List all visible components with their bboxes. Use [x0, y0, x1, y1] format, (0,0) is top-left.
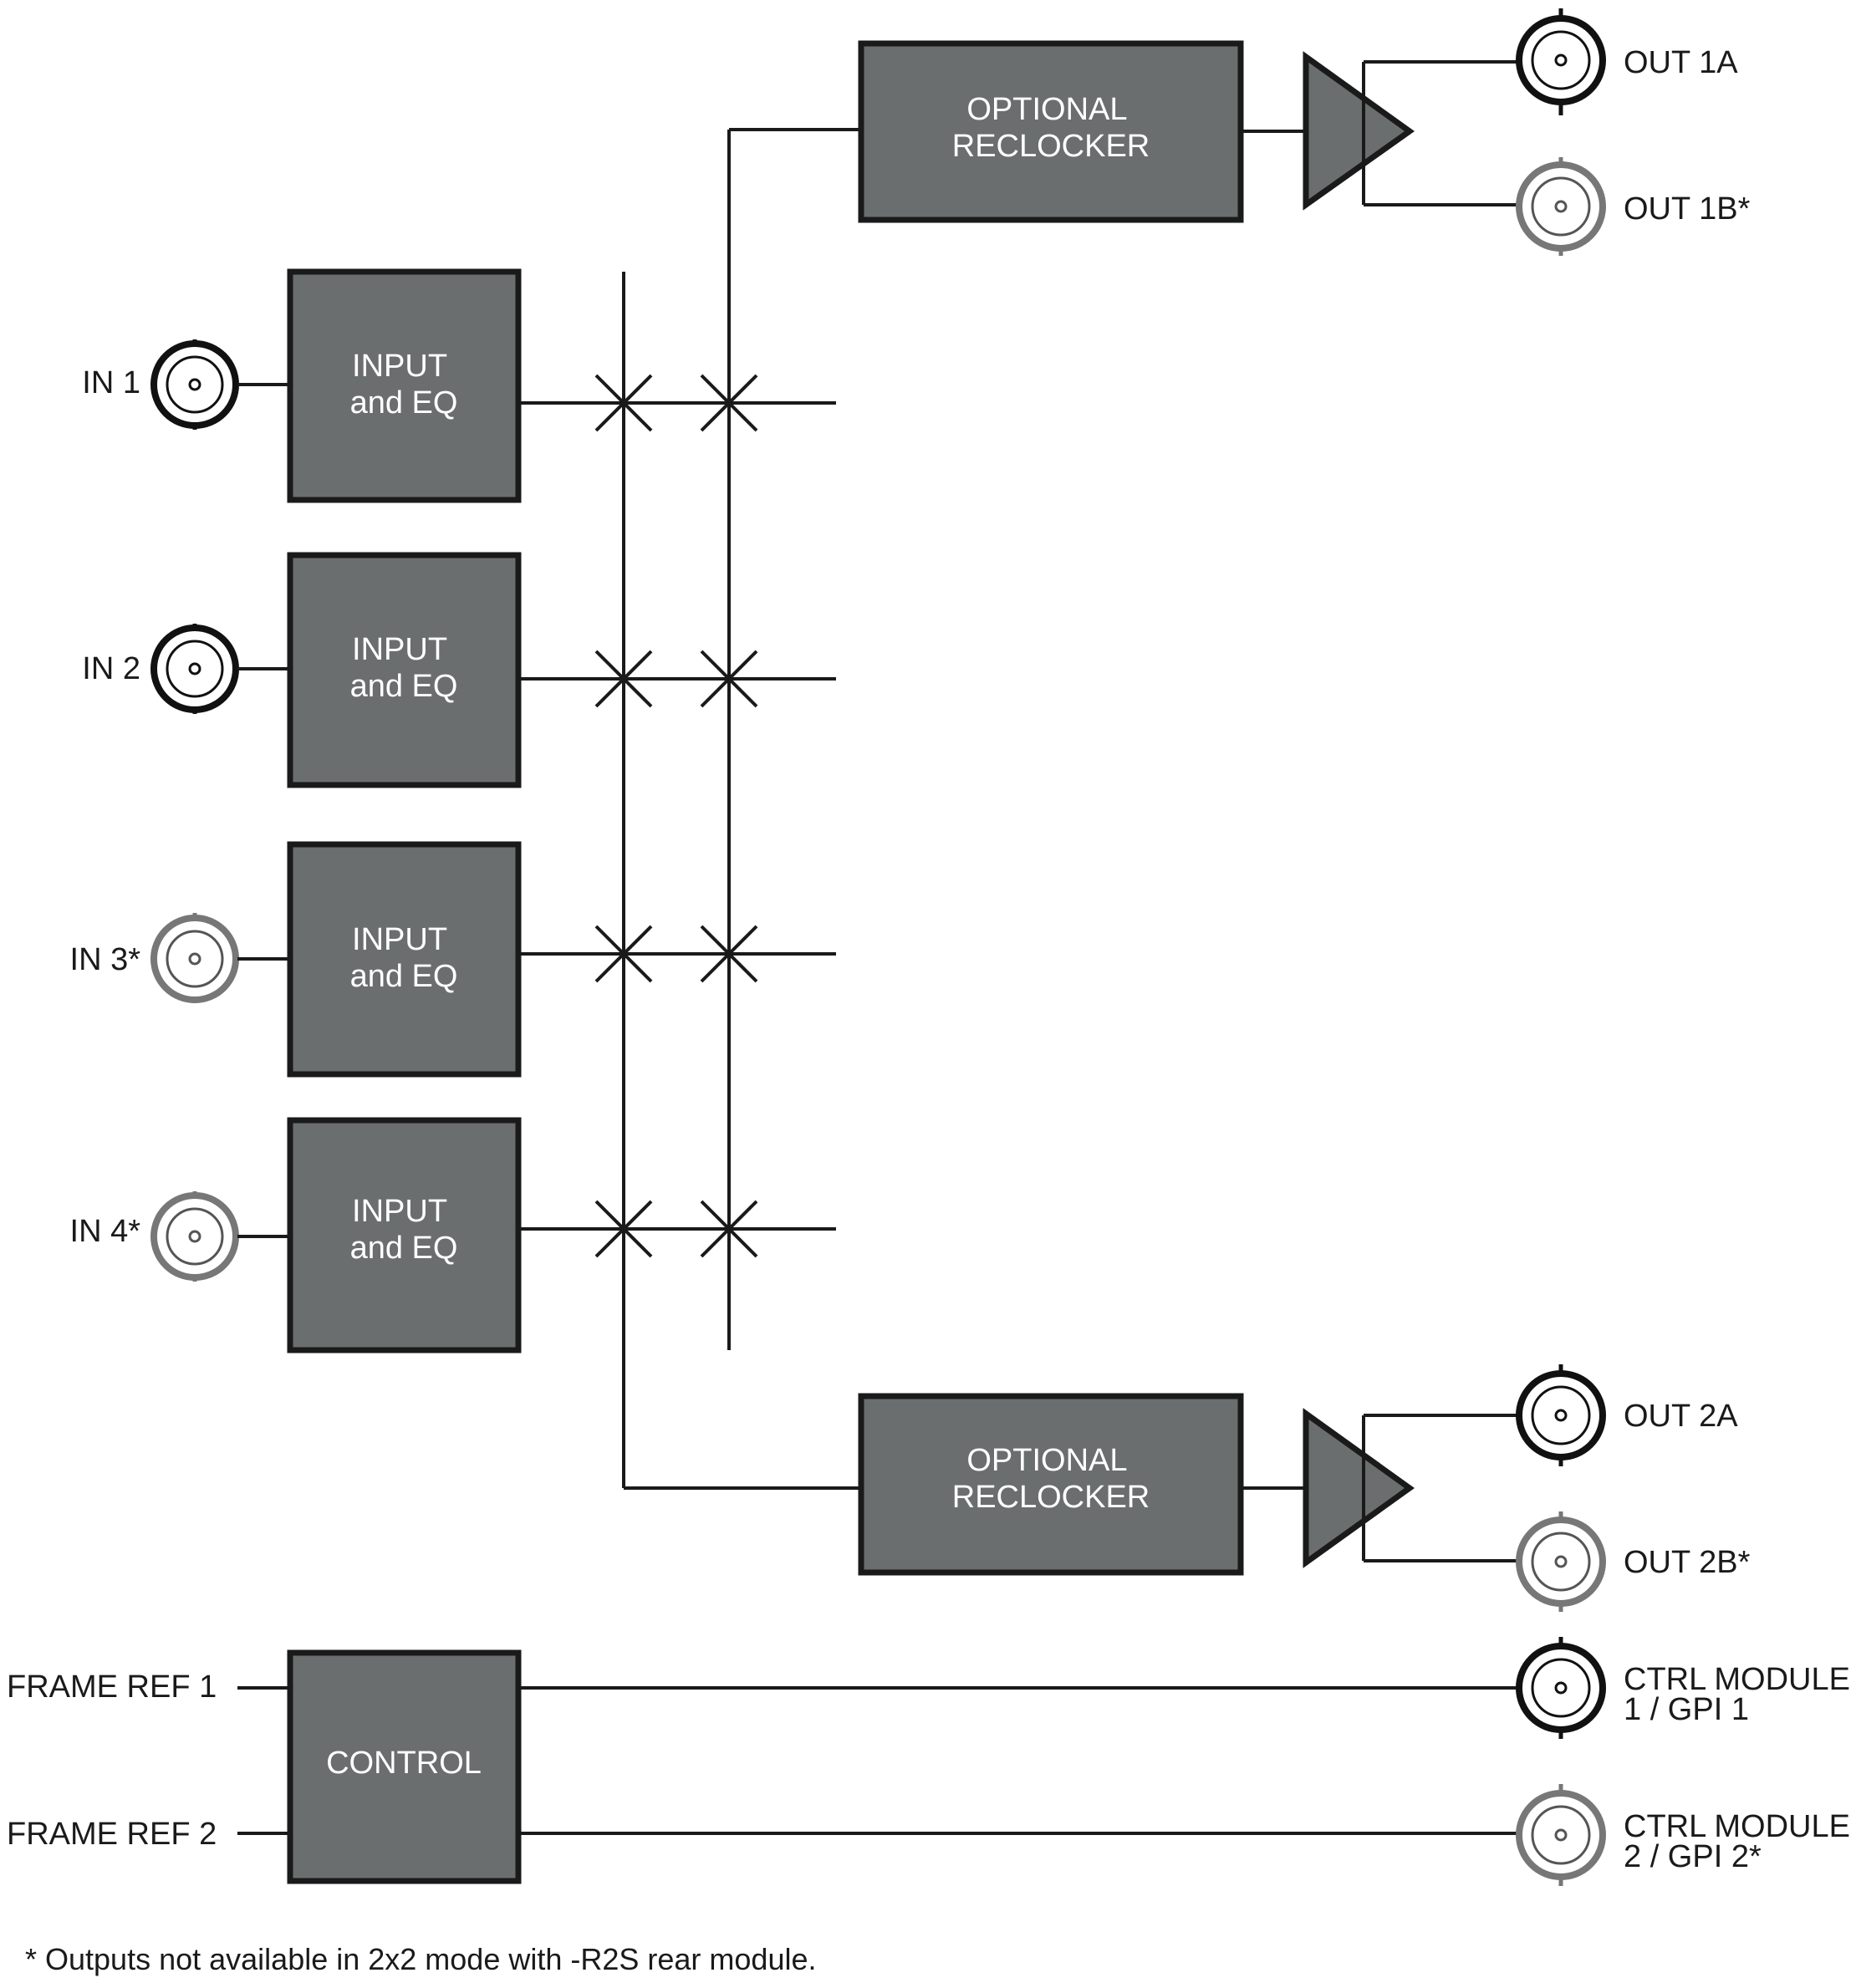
- input-row-2: IN 2 INPUT and EQ: [82, 552, 836, 788]
- frame-ref-label-2: FRAME REF 2: [7, 1817, 217, 1852]
- output-label-1a: OUT 1A: [1624, 45, 1738, 80]
- bnc-connector-icon: [1516, 8, 1606, 115]
- reclocker-block-1: [858, 40, 1244, 223]
- ctrl-module-label-1: CTRL MODULE 1 / GPI 1: [1624, 1662, 1856, 1727]
- output-label-2b: OUT 2B*: [1624, 1545, 1751, 1580]
- input-eq-block-label: INPUT and EQ: [350, 922, 458, 994]
- output-label-2a: OUT 2A: [1624, 1399, 1738, 1434]
- control-block: [287, 1649, 522, 1884]
- input-eq-block-label: INPUT and EQ: [350, 1194, 458, 1266]
- input-row-3: IN 3* INPUT and EQ: [70, 841, 836, 1078]
- input-row-1: IN 1 INPUT and EQ: [82, 268, 836, 503]
- input-eq-block-label: INPUT and EQ: [350, 349, 458, 421]
- input-eq-block-1: [287, 268, 522, 503]
- control-block-label: CONTROL: [326, 1746, 482, 1781]
- bnc-connector-icon: [1516, 1637, 1606, 1739]
- frame-ref-label-1: FRAME REF 1: [7, 1669, 217, 1705]
- bnc-connector-icon: [1516, 1511, 1606, 1612]
- output-label-1b: OUT 1B*: [1624, 191, 1751, 227]
- reclocker-block-label: OPTIONAL RECLOCKER: [952, 1443, 1150, 1515]
- input-eq-block-4: [287, 1117, 522, 1353]
- bnc-connector-icon: [1516, 157, 1606, 256]
- control-section: FRAME REF 1 FRAME REF 2 CONTROL CTRL MOD…: [7, 1637, 1856, 1886]
- amplifier-icon: [1303, 51, 1415, 211]
- reclocker-block-2: [858, 1393, 1244, 1576]
- bnc-connector-icon: [150, 624, 239, 714]
- input-label-3: IN 3*: [70, 942, 141, 977]
- input-label-1: IN 1: [82, 365, 140, 400]
- input-eq-block-label: INPUT and EQ: [350, 632, 458, 704]
- amplifier-icon: [1303, 1408, 1415, 1568]
- footnote: * Outputs not available in 2x2 mode with…: [25, 1942, 817, 1976]
- bnc-connector-icon: [1516, 1364, 1606, 1466]
- reclocker-block-label: OPTIONAL RECLOCKER: [952, 92, 1150, 164]
- input-eq-block-2: [287, 552, 522, 788]
- bnc-connector-icon: [150, 913, 239, 1003]
- bnc-connector-icon: [1516, 1784, 1606, 1886]
- bnc-connector-icon: [150, 1191, 239, 1282]
- input-eq-block-3: [287, 841, 522, 1078]
- bnc-connector-icon: [150, 339, 239, 430]
- input-row-4: IN 4* INPUT and EQ: [70, 1117, 836, 1353]
- output-path-1: OPTIONAL RECLOCKER OUT 1A OUT 1B*: [858, 8, 1751, 256]
- input-label-4: IN 4*: [70, 1214, 141, 1249]
- output-path-2: OPTIONAL RECLOCKER OUT 2A OUT 2B*: [858, 1364, 1751, 1612]
- ctrl-module-label-2: CTRL MODULE 2 / GPI 2*: [1624, 1809, 1856, 1874]
- crosspoint-matrix: [594, 128, 861, 1490]
- crosspoint-x-icon: [594, 374, 758, 1258]
- input-label-2: IN 2: [82, 651, 140, 686]
